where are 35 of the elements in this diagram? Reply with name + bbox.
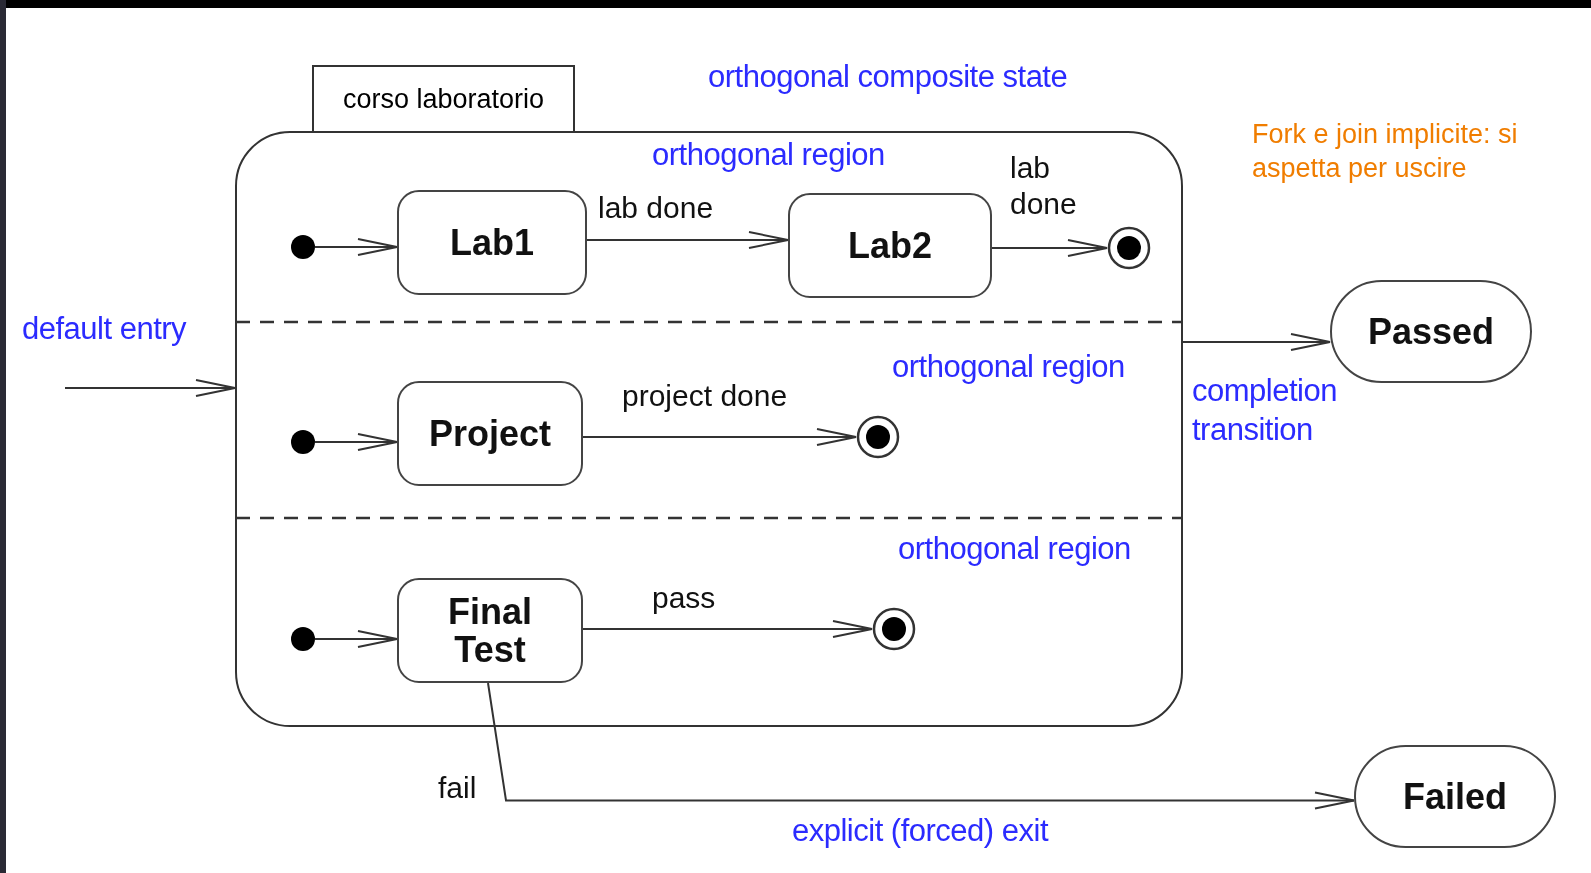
- annotation: orthogonal composite state: [708, 58, 1069, 96]
- state-box: Lab1: [397, 190, 587, 295]
- initial-state: [291, 430, 315, 454]
- state-box: Passed: [1330, 280, 1532, 383]
- final-state: [1107, 226, 1151, 270]
- annotation: default entry: [22, 310, 188, 348]
- annotation: explicit (forced) exit: [792, 812, 1050, 850]
- annotation: orthogonal region: [892, 348, 1126, 386]
- transition-arrow: [64, 379, 236, 397]
- transition-arrow: [586, 231, 789, 249]
- transition-arrow: [1182, 333, 1331, 351]
- edge-label: lab done: [598, 190, 715, 226]
- edge-label: project done: [622, 378, 789, 414]
- final-state: [872, 607, 916, 651]
- edge-label: pass: [652, 580, 717, 616]
- transition-arrow: [582, 620, 873, 638]
- transition-arrow: [991, 239, 1108, 257]
- transition-arrow: [314, 630, 398, 648]
- state-box: Final Test: [397, 578, 583, 683]
- transition-arrow: [314, 238, 398, 256]
- state-box: Lab2: [788, 193, 992, 298]
- state-box: Failed: [1354, 745, 1556, 848]
- edge-label: lab done: [1010, 150, 1078, 222]
- transition-arrow: [487, 682, 1355, 810]
- state-box: Project: [397, 381, 583, 486]
- edge-label: fail: [438, 770, 478, 806]
- initial-state: [291, 627, 315, 651]
- initial-state: [291, 235, 315, 259]
- transition-arrow: [314, 433, 398, 451]
- final-state: [856, 415, 900, 459]
- note: Fork e join implicite: si aspetta per uscire: [1252, 118, 1519, 185]
- transition-arrow: [582, 428, 857, 446]
- annotation: orthogonal region: [652, 136, 886, 174]
- annotation: orthogonal region: [898, 530, 1132, 568]
- state-name-tab: corso laboratorio: [312, 65, 575, 133]
